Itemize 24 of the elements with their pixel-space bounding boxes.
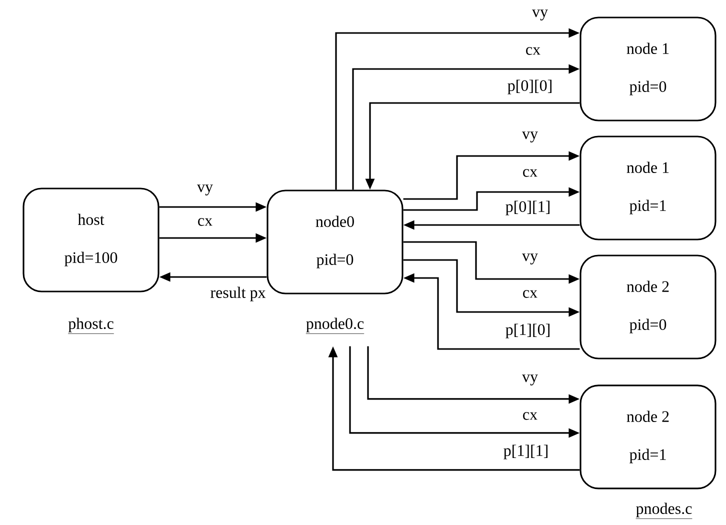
edge-label: cx (526, 47, 540, 55)
edge-label: vy (522, 254, 538, 264)
process-box: node0 pid=0 (266, 190, 404, 294)
edge-label: p[1][0] (506, 324, 550, 338)
edge-label: p[1][1] (504, 444, 548, 460)
file-name: phost.c (68, 318, 114, 334)
process-box: host pid=100 (22, 188, 160, 292)
edge-label: p[0][0] (508, 80, 552, 94)
edge-label: cx (523, 169, 538, 177)
file-name: pnode0.c (306, 318, 364, 334)
edge-label: cx (198, 218, 212, 226)
edge-label: cx (523, 290, 538, 298)
file-name: pnodes.c (636, 502, 692, 519)
edge-label: result px (210, 286, 266, 302)
process-box: node 1 pid=1 (580, 136, 716, 240)
process-box: node 2 pid=0 (580, 254, 716, 360)
edge-label: p[0][1] (506, 200, 550, 216)
process-box: node 1 pid=0 (580, 16, 716, 122)
edge-label: cx (523, 412, 538, 420)
edge-label: vy (532, 10, 548, 20)
edge-label: vy (522, 374, 538, 386)
process-box: node 2 pid=1 (580, 384, 716, 490)
edge-label: vy (197, 184, 213, 196)
edge-label: vy (522, 132, 538, 142)
